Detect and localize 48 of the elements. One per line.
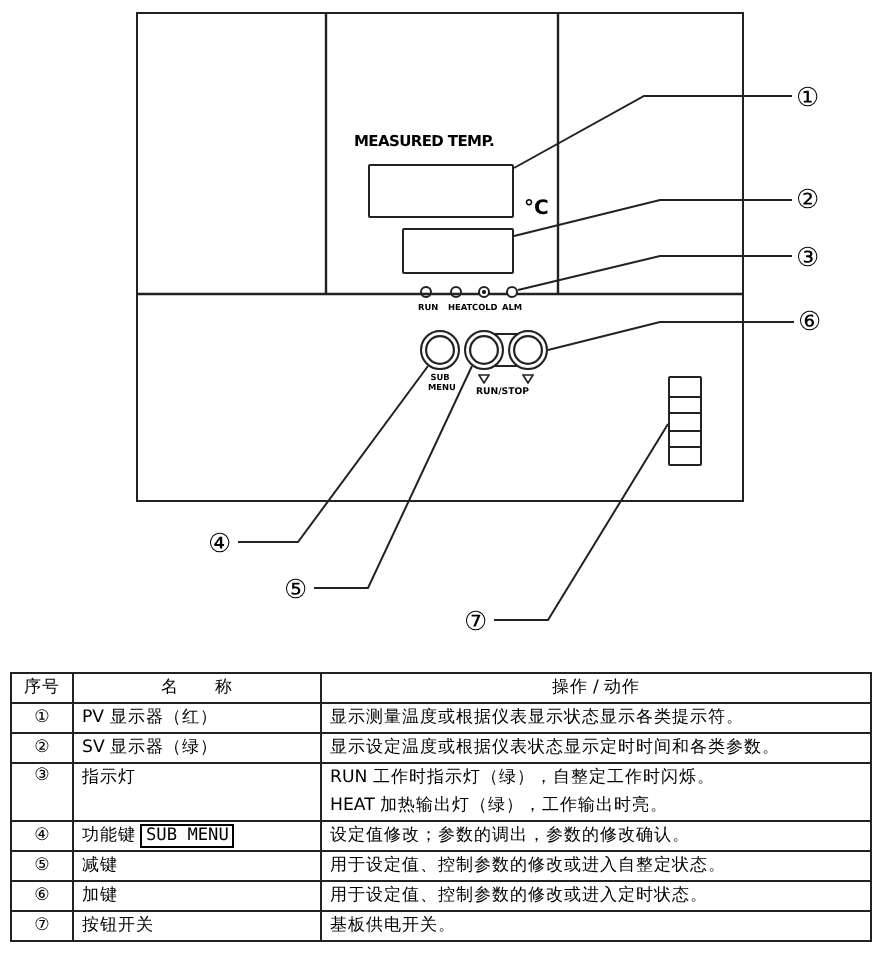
row-name: SV 显示器（绿） bbox=[82, 738, 219, 758]
pv-display bbox=[368, 164, 514, 218]
key-label: SUB MENU bbox=[140, 824, 235, 848]
leader-line bbox=[513, 95, 793, 169]
row-action: 用于设定值、控制参数的修改或进入自整定状态。 bbox=[330, 856, 726, 876]
row-number: ④ bbox=[34, 826, 50, 846]
row-action: 用于设定值、控制参数的修改或进入定时状态。 bbox=[330, 886, 708, 906]
callout-number: ④ bbox=[208, 532, 232, 558]
leader-line bbox=[547, 321, 795, 351]
row-action: 显示设定温度或根据仪表状态显示定时时间和各类参数。 bbox=[330, 738, 780, 758]
row-name: 按钮开关 bbox=[82, 916, 154, 936]
row-number: ⑥ bbox=[34, 886, 50, 906]
callout-number: ③ bbox=[796, 246, 820, 272]
row-number: ⑤ bbox=[34, 856, 50, 876]
row-number: ⑦ bbox=[34, 916, 50, 936]
leader-line bbox=[517, 255, 793, 291]
row-action: 基板供电开关。 bbox=[330, 916, 456, 936]
row-number: ③ bbox=[34, 766, 50, 786]
column-header: 名 称 bbox=[161, 678, 233, 698]
column-header: 操作 / 动作 bbox=[551, 678, 641, 698]
row-number: ① bbox=[34, 708, 50, 728]
indicator-light bbox=[506, 286, 518, 298]
row-action: 设定值修改；参数的调出，参数的修改确认。 bbox=[330, 826, 690, 846]
callout-number: ① bbox=[796, 86, 820, 112]
row-number: ② bbox=[34, 738, 50, 758]
sv-display bbox=[402, 228, 514, 274]
leader-line bbox=[493, 423, 669, 621]
row-name: 指示灯 bbox=[82, 768, 136, 788]
callout-number: ② bbox=[796, 188, 820, 214]
leader-line bbox=[513, 199, 793, 237]
unit-label: °C bbox=[524, 200, 549, 220]
callout-number: ⑤ bbox=[284, 578, 308, 604]
column-header: 序号 bbox=[24, 678, 60, 698]
callout-number: ⑦ bbox=[464, 610, 488, 636]
leader-line bbox=[237, 365, 429, 543]
row-name: 减键 bbox=[82, 856, 118, 876]
leader-line bbox=[313, 365, 473, 589]
row-name: 功能键 bbox=[82, 826, 136, 846]
row-action: HEAT 加热输出灯（绿），工作输出时亮。 bbox=[330, 796, 669, 816]
row-name: 加键 bbox=[82, 886, 118, 906]
up-button bbox=[508, 330, 548, 370]
push-switch bbox=[668, 376, 702, 466]
callout-number: ⑥ bbox=[798, 310, 822, 336]
row-action: 显示测量温度或根据仪表显示状态显示各类提示符。 bbox=[330, 708, 744, 728]
down-button bbox=[464, 330, 504, 370]
row-action: RUN 工作时指示灯（绿），自整定工作时闪烁。 bbox=[330, 768, 715, 788]
row-name: PV 显示器（红） bbox=[82, 708, 218, 728]
menu-button bbox=[420, 330, 460, 370]
